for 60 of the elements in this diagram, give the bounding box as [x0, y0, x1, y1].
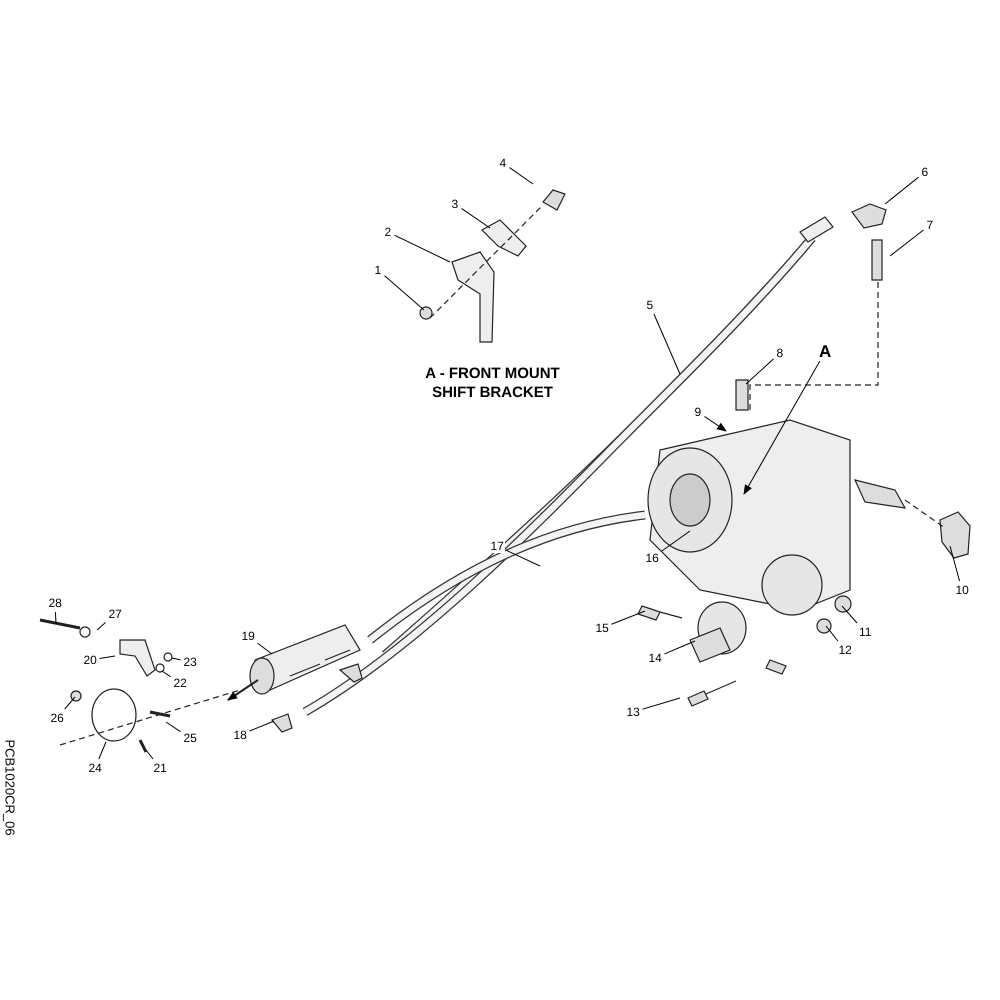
callout-number: 4 [498, 156, 508, 170]
callout-number: 3 [450, 197, 460, 211]
callout-number: 19 [240, 629, 256, 643]
leader-line [642, 698, 680, 710]
leader-arrow [744, 360, 820, 495]
callout-number: 9 [694, 405, 702, 419]
leader-line [249, 720, 274, 732]
leader-line [653, 314, 680, 374]
callout-number: 13 [626, 705, 641, 719]
callout-number: 2 [384, 225, 392, 239]
callout-number: 16 [644, 551, 660, 565]
leader-line [746, 358, 774, 384]
callout-number: 24 [88, 761, 103, 775]
leader-line [384, 275, 424, 310]
leader-line [96, 622, 106, 630]
leader-line [890, 230, 924, 256]
drawing-code: PCB1020CR_06 [2, 739, 18, 836]
leader-line [394, 234, 450, 262]
leader-line [664, 640, 696, 654]
view-caption: A - FRONT MOUNT SHIFT BRACKET [424, 364, 561, 402]
callout-number: 15 [594, 621, 610, 635]
callout-number: 20 [82, 653, 98, 667]
leader-line [826, 626, 838, 642]
leader-line [172, 658, 181, 660]
leader-line [257, 642, 272, 654]
callout-number: 1 [374, 263, 382, 277]
leader-line [98, 742, 106, 760]
callout-number: 21 [152, 761, 168, 775]
callout-number: 27 [108, 607, 123, 621]
leader-line [884, 176, 919, 204]
leader-line [611, 610, 646, 625]
leader-line [166, 722, 181, 732]
callout-number: 25 [182, 731, 198, 745]
callout-number: 6 [920, 165, 930, 179]
callout-number: 22 [172, 676, 188, 690]
callout-number: 8 [776, 346, 784, 360]
callout-number: 7 [926, 218, 934, 232]
leader-line [509, 167, 534, 184]
callout-number: 26 [50, 711, 65, 725]
callout-number: 12 [838, 643, 853, 657]
callout-number: 23 [182, 655, 198, 669]
leader-line [162, 670, 171, 678]
leader-line [99, 656, 116, 659]
leader-line [54, 612, 56, 624]
leader-line [506, 550, 540, 566]
view-letter: A [818, 345, 832, 359]
leader-line [661, 530, 690, 552]
callout-number: 28 [48, 596, 63, 610]
leader-line [64, 696, 76, 710]
callout-number: 5 [646, 298, 654, 312]
leader-line [950, 546, 960, 582]
leader-arrow [704, 416, 727, 432]
callout-number: 18 [232, 728, 248, 742]
callout-number: 17 [490, 539, 505, 553]
leader-line [461, 208, 490, 228]
leader-line [146, 750, 154, 760]
callout-number: 10 [954, 583, 970, 597]
callout-number: 14 [648, 651, 663, 665]
callout-number: 11 [858, 625, 872, 639]
leader-line [842, 606, 858, 624]
